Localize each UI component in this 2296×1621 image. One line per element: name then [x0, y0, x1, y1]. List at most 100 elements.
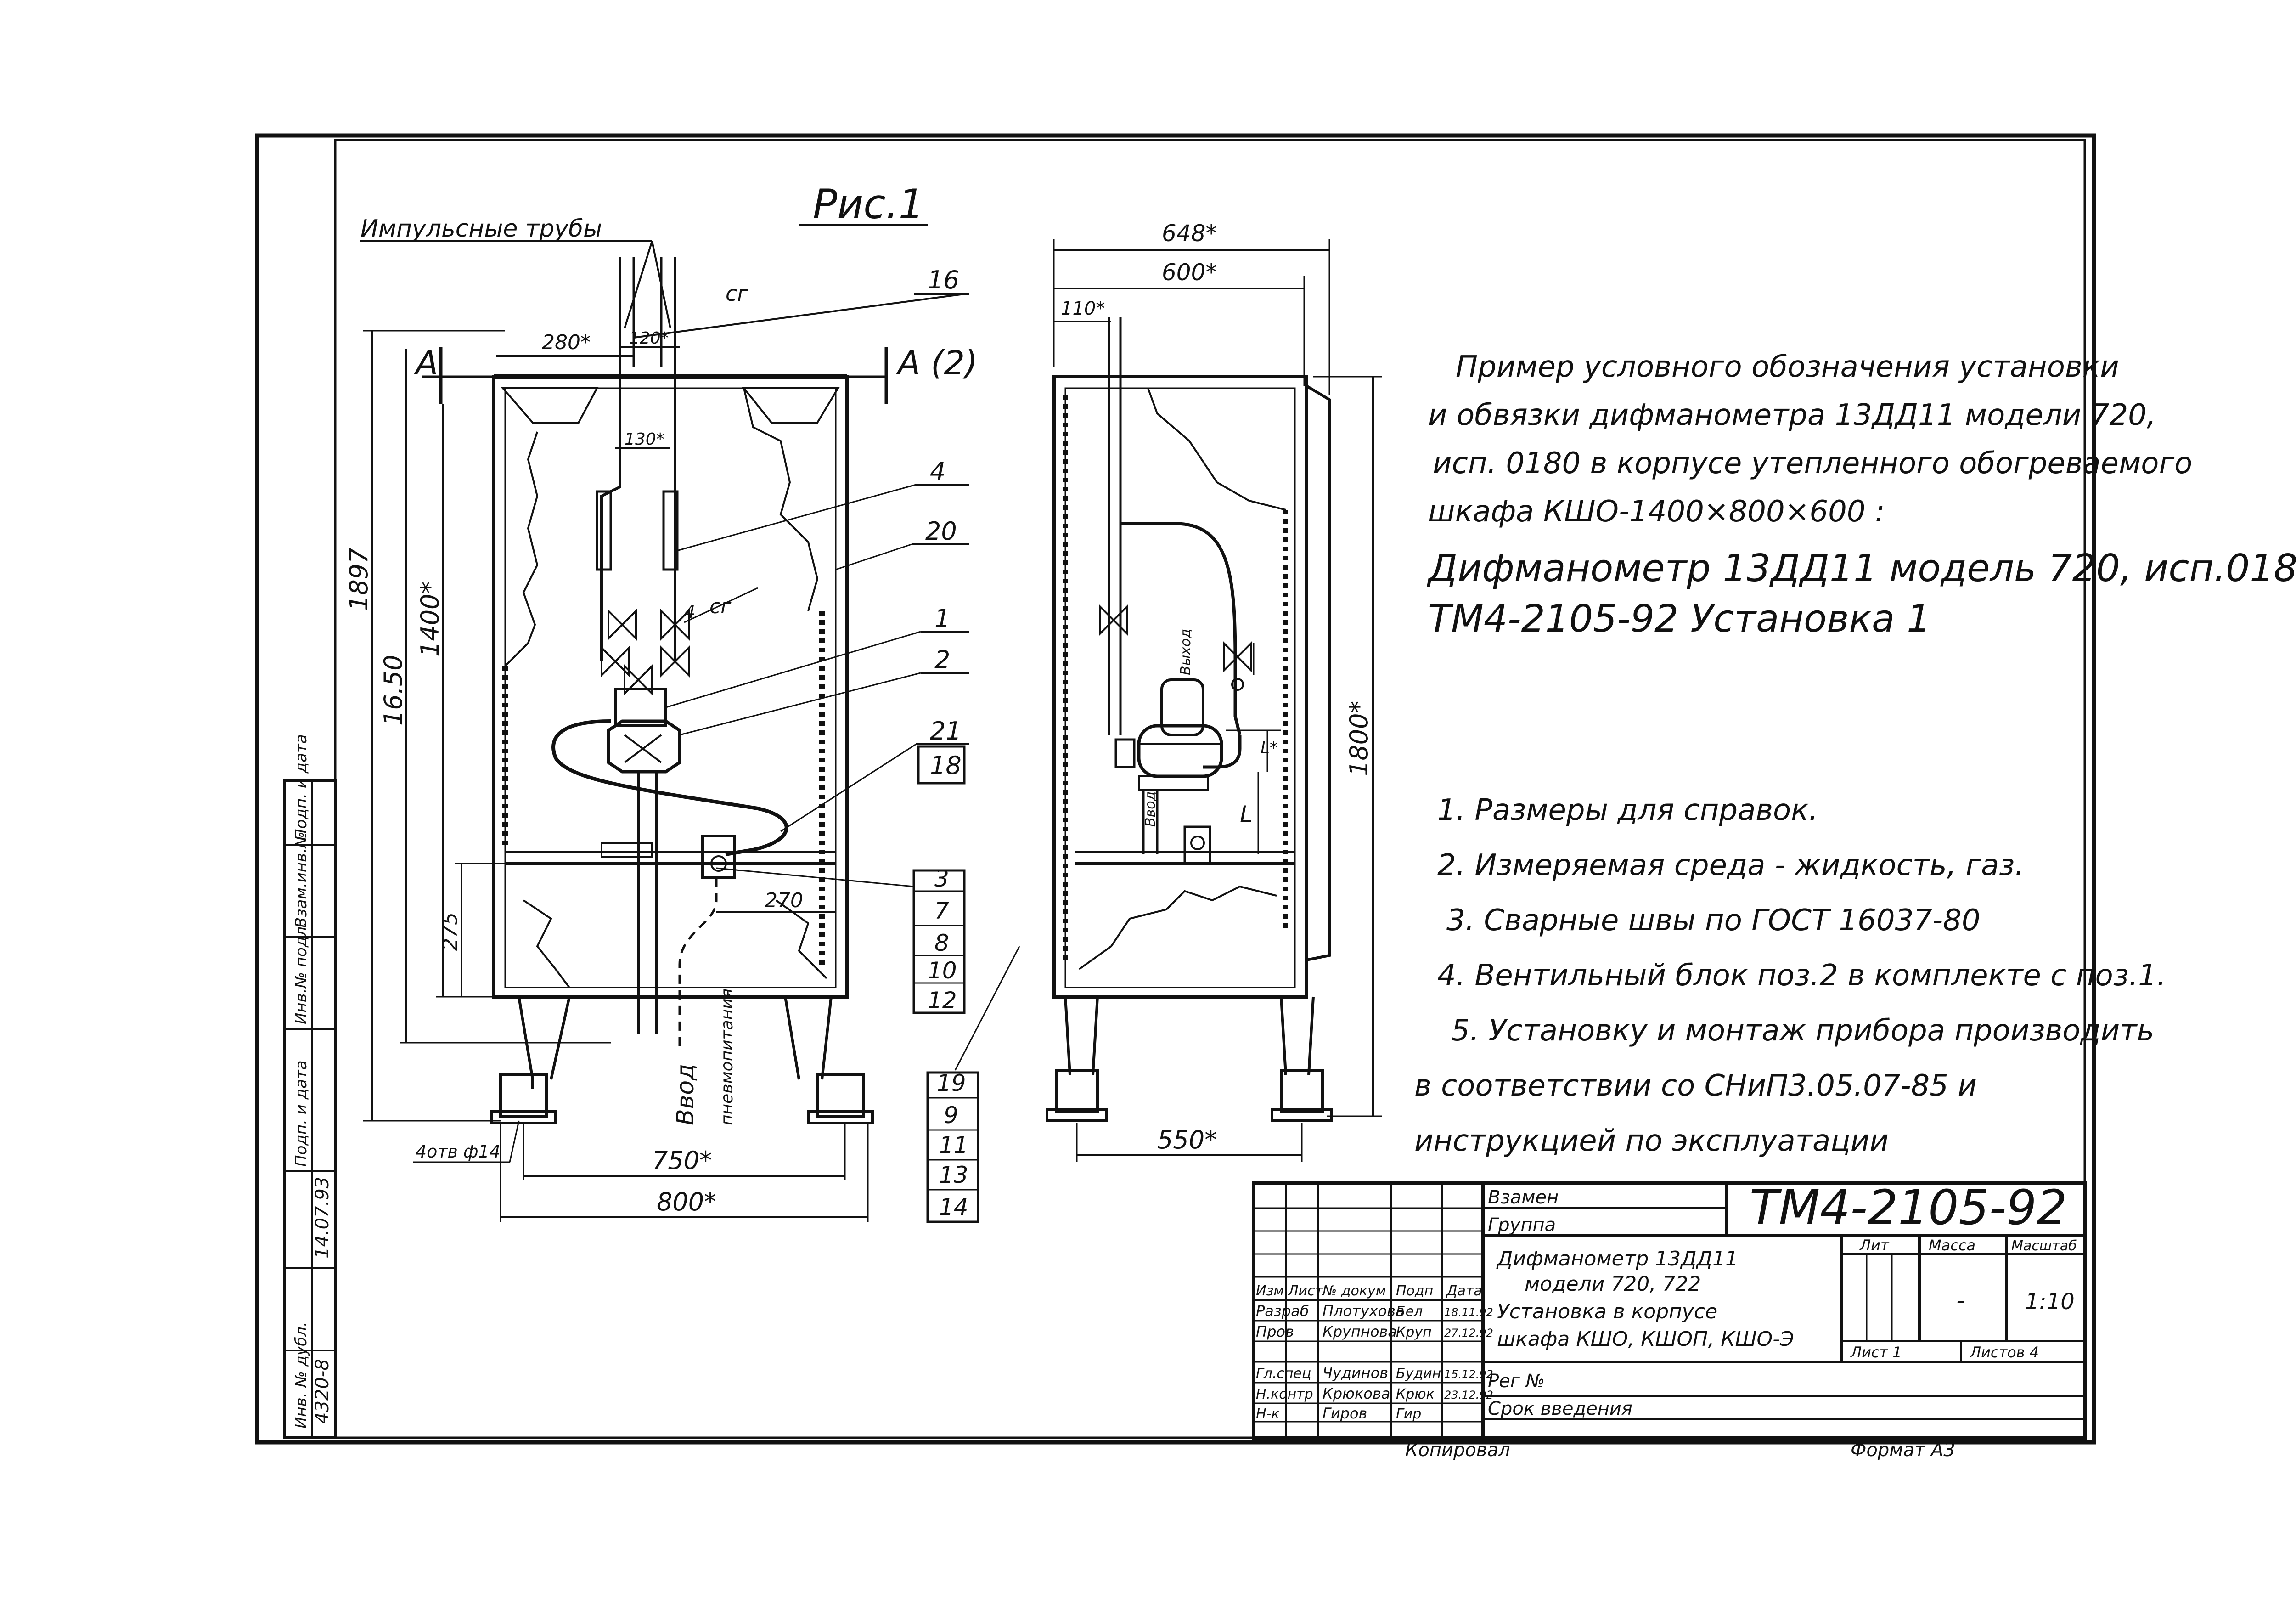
row-name-2: Крупнова: [1322, 1323, 1397, 1340]
tb-gruppa: Группа: [1488, 1214, 1556, 1236]
tb-desc-4: шкафа КШО, КШОП, КШО-Э: [1497, 1327, 1794, 1351]
inlet-label-right: Ввод: [1142, 791, 1159, 827]
dp-gauge-side: [1160, 678, 1204, 736]
callout-16: 16: [928, 265, 959, 294]
example-line-3: исп. 0180 в корпусе утепленного обогрева…: [1433, 446, 2192, 480]
stamp-cell-6: 4320-8: [312, 1359, 333, 1424]
dim-1800: 1800*: [1345, 701, 1373, 776]
designation-line-1: Дифманометр 13ДД11 модель 720, исп.0180: [1427, 547, 2296, 590]
row-sign-4: Будин: [1396, 1366, 1441, 1382]
row-role-6: Н-к: [1256, 1406, 1280, 1422]
dim-l: L: [1240, 801, 1253, 828]
note-4: 4. Вентильный блок поз.2 в комплекте с п…: [1437, 959, 2166, 993]
dim-120: 120*: [629, 329, 669, 348]
outer-frame: [255, 133, 2096, 1445]
head-izm: Изм: [1256, 1283, 1284, 1299]
tb-sheet: Лист 1: [1850, 1344, 1902, 1361]
callout-12: 12: [928, 987, 957, 1014]
medium-mark-top: сг: [726, 281, 748, 306]
row-role-1: Разраб: [1256, 1302, 1309, 1320]
row-sign-6: Гир: [1396, 1406, 1421, 1422]
roof-corner-left: [501, 387, 599, 424]
dim-1400: 1400*: [416, 582, 445, 657]
dim-280: 280*: [542, 331, 591, 354]
stamp-cell-3: Инв.№ подл.: [292, 921, 310, 1024]
example-line-4: шкафа КШО-1400×800×600 :: [1428, 495, 1885, 529]
dim-270: 270: [765, 889, 803, 912]
side-stamp: Взам.инв.№ Подп. и дата Инв.№ подл. Подп…: [283, 734, 337, 1439]
callout-19: 19: [937, 1070, 966, 1096]
tb-scale-value: 1:10: [2025, 1289, 2075, 1315]
dim-l-star: L*: [1261, 739, 1278, 757]
callout-1: 1: [934, 604, 950, 633]
roof-corner-right: [742, 387, 840, 424]
callout-8: 8: [934, 930, 949, 956]
designation-line-2: ТМ4-2105-92 Установка 1: [1428, 597, 1930, 641]
head-list: Лист: [1288, 1283, 1324, 1299]
note-6: в соответствии со СНиП3.05.07-85 и: [1414, 1069, 1977, 1103]
note-3: 3. Сварные швы по ГОСТ 16037-80: [1446, 904, 1981, 938]
row-date-5: 23.12.92: [1444, 1389, 1493, 1401]
example-line-1: Пример условного обозначения установки: [1456, 350, 2119, 384]
inlet-label-2: пневмопитания: [718, 988, 737, 1125]
dim-800: 800*: [657, 1187, 716, 1216]
filter-regulator: [701, 835, 736, 879]
tb-desc-3: Установка в корпусе: [1497, 1300, 1717, 1323]
impulse-tubes-label: Импульсные трубы: [360, 215, 602, 243]
tb-format: Формат А3: [1851, 1440, 1955, 1461]
dim-550: 550*: [1157, 1125, 1217, 1154]
tb-term: Срок введения: [1488, 1398, 1632, 1419]
tb-mass-label: Масса: [1929, 1237, 1975, 1254]
row-role-2: Пров: [1256, 1323, 1294, 1340]
row-name-6: Гиров: [1322, 1405, 1367, 1422]
dim-1897: 1897: [344, 548, 373, 611]
dim-750: 750*: [652, 1146, 712, 1175]
callout-20: 20: [925, 517, 957, 546]
tb-scale-label: Масштаб: [2011, 1238, 2077, 1254]
callout-10: 10: [928, 957, 957, 984]
right-view: 648* 600* 110* Выход Ввод: [1046, 220, 1382, 1162]
medium-mark-mid: сг: [709, 595, 732, 618]
callout-9: 9: [944, 1102, 958, 1129]
dim-110: 110*: [1061, 298, 1105, 319]
inner-frame: [334, 139, 2086, 1439]
row-name-4: Чудинов: [1322, 1364, 1388, 1382]
row-name-5: Крюкова: [1322, 1385, 1390, 1402]
head-sign: Подп: [1396, 1283, 1433, 1299]
tb-desc-2: модели 720, 722: [1525, 1272, 1701, 1296]
row-date-4: 15.12.92: [1444, 1368, 1493, 1381]
callout-18: 18: [930, 751, 962, 780]
stamp-cell-7: 14.07.93: [312, 1177, 333, 1259]
callout-11: 11: [939, 1132, 968, 1158]
callout-7: 7: [934, 898, 949, 924]
stamp-cell-4: Подп. и дата: [292, 1060, 310, 1167]
tb-desc-1: Дифманометр 13ДД11: [1496, 1247, 1738, 1271]
note-1: 1. Размеры для справок.: [1437, 793, 1818, 827]
left-view: Импульсные трубы сг 16 А А (2) 280* 120*: [344, 215, 1020, 1223]
note-5: 5. Установку и монтаж прибора производит…: [1451, 1014, 2154, 1048]
pneumatic-tube: [551, 719, 788, 856]
callout-13: 13: [939, 1162, 968, 1188]
note-2: 2. Измеряемая среда - жидкость, газ.: [1437, 848, 2024, 882]
stamp-cell-5: Инв. № дубл.: [292, 1322, 310, 1429]
row-role-5: Н.контр: [1256, 1386, 1313, 1402]
row-date-1: 18.11.92: [1444, 1306, 1493, 1319]
door: [1306, 384, 1331, 961]
callout-4-small: 4: [684, 602, 695, 622]
callout-4: 4: [930, 457, 945, 486]
section-mark-right: А (2): [896, 344, 978, 382]
tb-sheets: Листов 4: [1970, 1344, 2039, 1361]
stamp-cell-1: Взам.инв.№: [292, 832, 310, 928]
dim-275: 275: [439, 912, 462, 951]
valve-block: [607, 719, 681, 774]
outlet-label: Выход: [1178, 629, 1194, 675]
example-line-2: и обвязки дифманометра 13ДД11 модели 720…: [1428, 398, 2156, 432]
row-name-1: Плотухова: [1322, 1302, 1405, 1320]
tb-vzamen: Взамен: [1488, 1187, 1559, 1208]
dim-1650: 16.50: [379, 655, 408, 726]
dim-holes: 4отв ф14: [416, 1141, 501, 1162]
row-role-4: Гл.спец: [1256, 1366, 1311, 1382]
dim-130: 130*: [625, 430, 664, 449]
